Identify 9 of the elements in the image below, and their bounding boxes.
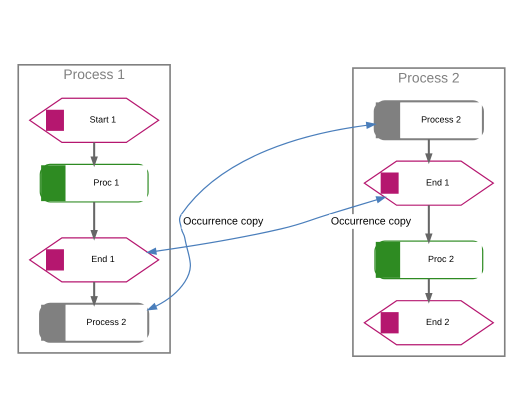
arrow bbox=[425, 278, 433, 304]
arrow bbox=[146, 121, 377, 310]
arrow bbox=[425, 138, 433, 164]
arrow bbox=[146, 196, 387, 254]
arrow bbox=[90, 282, 98, 306]
edge-label: Occurrence copy bbox=[183, 214, 264, 227]
arrow bbox=[90, 202, 98, 240]
arrow bbox=[425, 204, 433, 244]
arrow bbox=[90, 142, 98, 167]
